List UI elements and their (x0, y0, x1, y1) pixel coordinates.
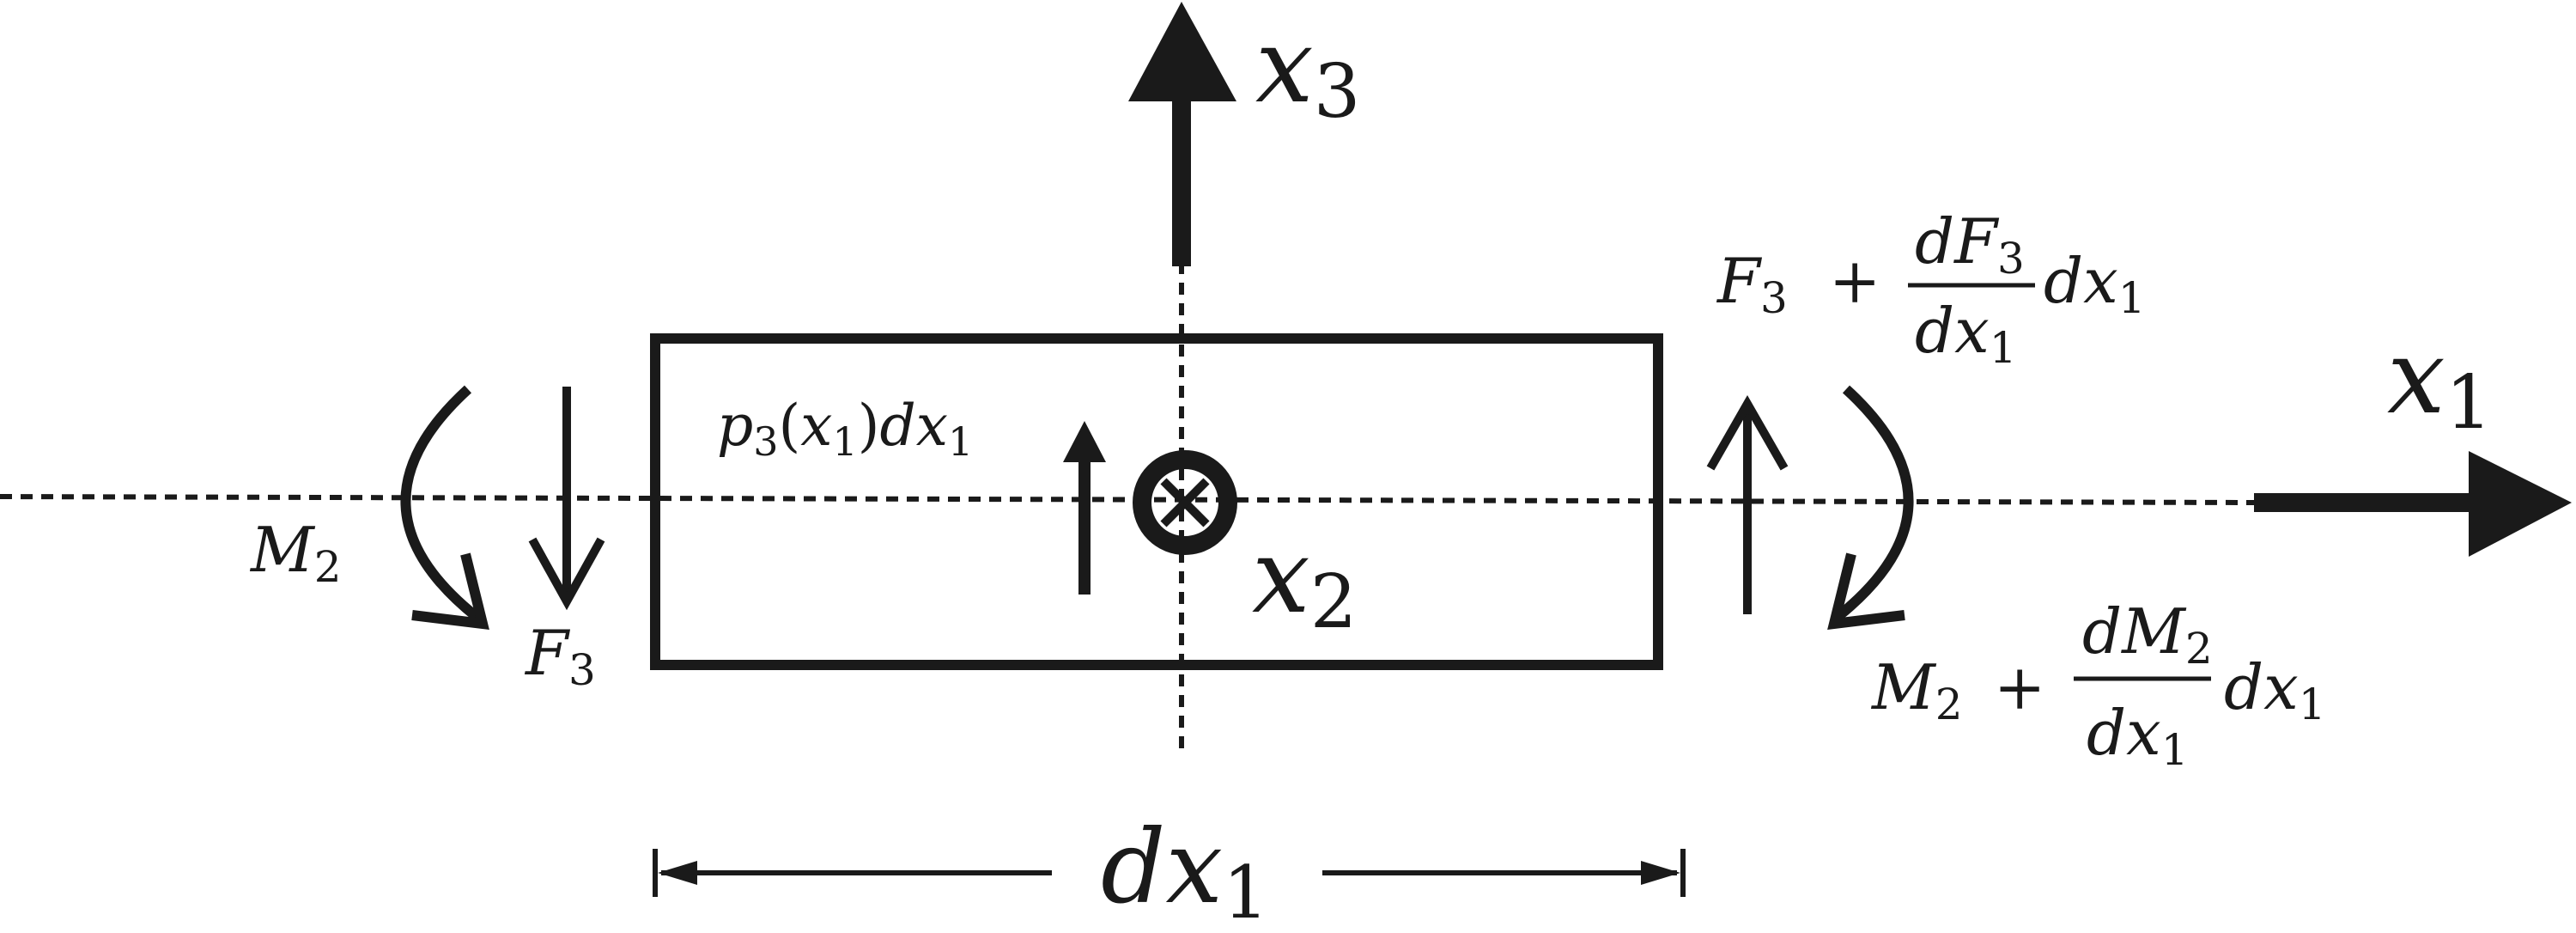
x1-axis-arrow-head (2469, 451, 2572, 557)
dimension-line (653, 849, 1686, 897)
beam-element (650, 333, 1663, 670)
svg-text:M2: M2 (1870, 651, 1963, 729)
left-moment-label: M2 (249, 514, 342, 592)
svg-text:dx1: dx1 (1915, 295, 2017, 373)
svg-text:dx1: dx1 (2087, 697, 2189, 775)
x1-axis-label: x1 (2387, 318, 2492, 446)
svg-text:F3: F3 (1716, 245, 1788, 323)
svg-text:+: + (1994, 651, 2045, 723)
x2-axis-label: x2 (1252, 517, 1357, 645)
right-moment-label: M2 + dM2 dx1 dx1 (1870, 595, 2326, 775)
right-shear-label: F3 + dF3 dx1 dx1 (1716, 205, 2146, 373)
x2-axis-into-page-icon (1133, 450, 1237, 555)
dimension-label: dx1 (1101, 808, 1269, 933)
left-shear-arrow-head (528, 537, 605, 611)
right-moment-arrow-curve (1834, 385, 1914, 621)
svg-text:dF3: dF3 (1915, 205, 2025, 284)
distributed-load-label: p3(x1)dx1 (717, 393, 973, 465)
left-moment-arrow-head (411, 552, 489, 631)
x3-axis-label: x3 (1255, 7, 1360, 135)
load-arrow-head (1063, 421, 1106, 462)
x3-axis-arrow-head (1128, 2, 1236, 101)
right-moment-arrow-head (1827, 552, 1905, 631)
svg-text:dx1: dx1 (2044, 245, 2146, 323)
left-shear-label: F3 (524, 617, 596, 695)
left-moment-arrow-curve (400, 385, 480, 621)
x1-axis-dashed-line (0, 494, 2255, 505)
svg-text:+: + (1829, 245, 1880, 317)
svg-text:dx1: dx1 (2224, 651, 2326, 729)
svg-text:dM2: dM2 (2082, 595, 2213, 674)
right-shear-arrow-head (1706, 394, 1789, 471)
